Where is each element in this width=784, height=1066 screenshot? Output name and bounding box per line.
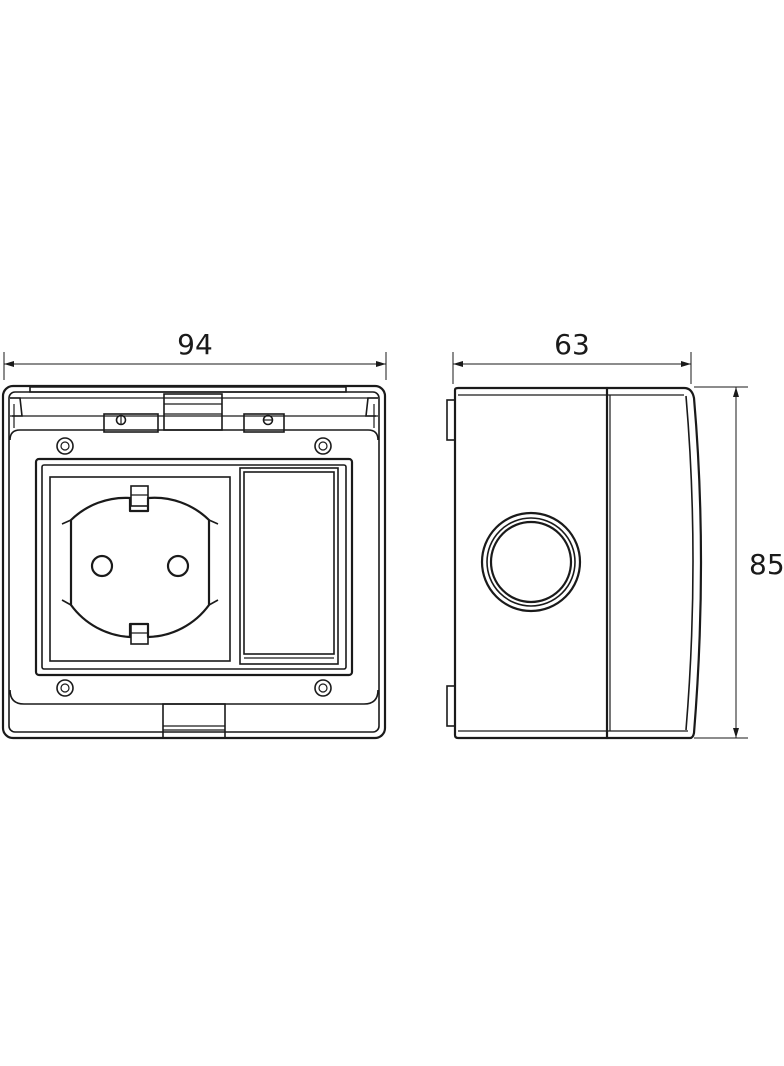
earth-clip-top	[130, 485, 149, 507]
blank-module-outer	[239, 467, 339, 665]
screw-bottom-left	[56, 679, 74, 697]
schuko-socket	[49, 476, 231, 662]
top-latch	[103, 393, 285, 433]
hinge-left	[103, 413, 159, 433]
top-latch-body	[163, 393, 223, 431]
front-housing-inner	[8, 391, 380, 733]
cable-gland	[480, 511, 582, 613]
hinge-right	[243, 413, 285, 433]
mounting-screws	[56, 437, 332, 697]
earth-clip-bottom	[130, 623, 149, 645]
side-view: 63 85	[446, 328, 784, 740]
pin-hole-left	[90, 554, 114, 578]
front-view: 94	[1, 328, 387, 740]
lid-curve	[685, 395, 694, 731]
mount-tab-top	[446, 399, 456, 441]
height-label: 85	[749, 548, 784, 581]
screw-bottom-right	[314, 679, 332, 697]
lid-top-strip	[29, 386, 347, 393]
side-housing	[453, 386, 703, 740]
blank-module-inner	[243, 471, 335, 655]
lid-hinge	[10, 386, 378, 428]
screw-top-right	[314, 437, 332, 455]
width-dimension: 94	[3, 328, 387, 380]
depth-dimension: 63	[452, 328, 692, 384]
mount-tab-bottom	[446, 685, 456, 727]
socket-plate	[49, 476, 231, 662]
width-arrow-right	[376, 361, 386, 367]
gland-inner	[489, 520, 573, 604]
screw-top-left	[56, 437, 74, 455]
bottom-latch	[162, 703, 226, 739]
bottom-latch-body	[162, 703, 226, 739]
width-label: 94	[177, 328, 213, 361]
height-dimension: 85	[694, 386, 784, 739]
inner-frame	[34, 457, 354, 677]
depth-label: 63	[554, 328, 590, 361]
pin-hole-right	[166, 554, 190, 578]
gland-outer	[480, 511, 582, 613]
width-arrow-left	[4, 361, 14, 367]
blank-module	[239, 467, 339, 665]
